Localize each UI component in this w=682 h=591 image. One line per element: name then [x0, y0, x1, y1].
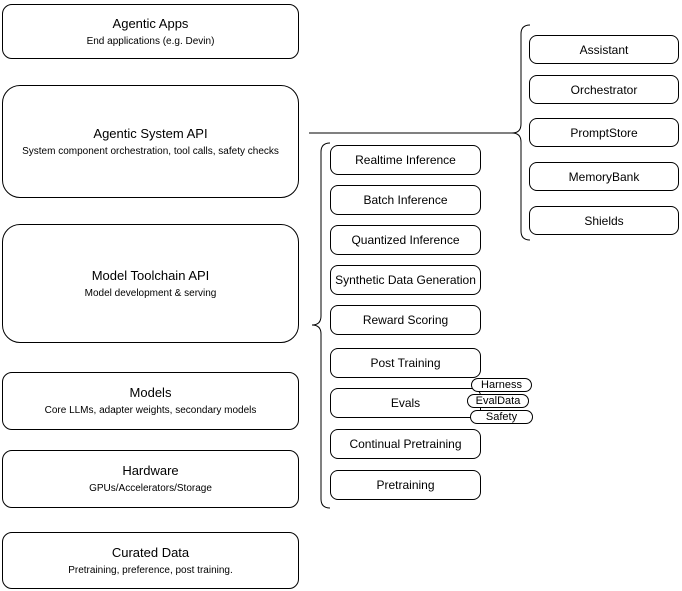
node-subtitle: Model development & serving [84, 287, 217, 299]
node-models: Models Core LLMs, adapter weights, secon… [2, 372, 299, 430]
pill-label: Safety [485, 410, 518, 423]
node-quantized-inference: Quantized Inference [330, 225, 481, 255]
toolchain-group-brace [311, 142, 331, 509]
system-group-brace [511, 24, 531, 241]
node-title: Models [129, 385, 172, 400]
pill-harness: Harness [471, 378, 532, 392]
pill-label: EvalData [475, 394, 521, 407]
node-realtime-inference: Realtime Inference [330, 145, 481, 175]
node-agentic-apps: Agentic Apps End applications (e.g. Devi… [2, 4, 299, 59]
node-pretraining: Pretraining [330, 470, 481, 500]
node-shields: Shields [529, 206, 679, 235]
node-subtitle: Pretraining, preference, post training. [68, 564, 233, 576]
node-subtitle: Core LLMs, adapter weights, secondary mo… [44, 405, 257, 416]
node-memorybank: MemoryBank [529, 162, 679, 191]
node-label: Reward Scoring [362, 313, 449, 327]
node-label: Evals [390, 396, 421, 410]
node-title: Agentic Apps [112, 15, 189, 31]
node-evals: Evals [330, 388, 481, 418]
node-promptstore: PromptStore [529, 118, 679, 147]
node-label: Pretraining [376, 478, 435, 492]
pill-evaldata: EvalData [467, 394, 529, 408]
node-label: Assistant [579, 42, 629, 57]
node-subtitle: System component orchestration, tool cal… [22, 145, 279, 157]
node-curated-data: Curated Data Pretraining, preference, po… [2, 532, 299, 589]
pill-safety: Safety [470, 410, 533, 424]
node-continual-pretraining: Continual Pretraining [330, 429, 481, 459]
node-label: Realtime Inference [355, 153, 456, 167]
node-title: Agentic System API [93, 125, 208, 141]
node-title: Hardware [122, 463, 179, 478]
node-title: Model Toolchain API [91, 267, 210, 283]
node-label: Quantized Inference [351, 233, 460, 247]
node-title: Curated Data [111, 544, 190, 560]
node-label: MemoryBank [568, 169, 640, 184]
pill-label: Harness [481, 378, 522, 391]
node-label: Shields [584, 213, 624, 228]
node-synthetic-data-generation: Synthetic Data Generation [330, 265, 481, 295]
node-orchestrator: Orchestrator [529, 75, 679, 104]
node-label: Continual Pretraining [349, 437, 462, 451]
node-model-toolchain-api: Model Toolchain API Model development & … [2, 224, 299, 343]
node-label: PromptStore [570, 125, 638, 140]
node-label: Synthetic Data Generation [335, 273, 476, 287]
node-post-training: Post Training [330, 348, 481, 378]
node-agentic-system-api: Agentic System API System component orch… [2, 85, 299, 198]
node-label: Post Training [370, 356, 441, 370]
node-label: Batch Inference [363, 193, 448, 207]
node-subtitle: GPUs/Accelerators/Storage [89, 483, 212, 494]
node-label: Orchestrator [570, 82, 638, 97]
node-reward-scoring: Reward Scoring [330, 305, 481, 335]
node-assistant: Assistant [529, 35, 679, 64]
node-hardware: Hardware GPUs/Accelerators/Storage [2, 450, 299, 508]
node-batch-inference: Batch Inference [330, 185, 481, 215]
node-subtitle: End applications (e.g. Devin) [86, 35, 215, 47]
